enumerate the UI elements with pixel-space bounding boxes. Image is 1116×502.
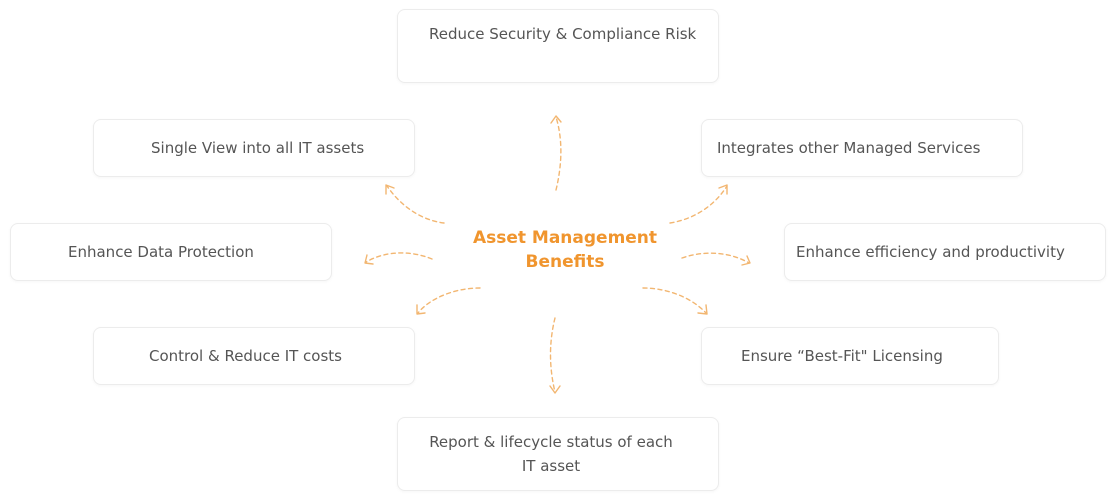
arrow-to-best-fit-licensing [642,287,708,315]
benefit-box-single-view: Single View into all IT assets [93,119,415,177]
arrow-to-enhance-data-protection [364,252,433,265]
benefit-label: Enhance efficiency and productivity [796,243,1065,261]
arrow-to-reduce-security-risk [550,115,562,191]
benefit-box-enhance-efficiency: Enhance efficiency and productivity [784,223,1106,281]
arrow-to-control-reduce-costs [416,287,481,315]
benefit-label: Control & Reduce IT costs [149,347,342,365]
arrow-to-single-view [385,184,445,224]
arrow-to-report-lifecycle [549,317,561,394]
benefit-box-reduce-security-risk: Reduce Security & Compliance Risk [397,9,719,83]
arrow-to-integrates-managed-services [669,184,728,224]
benefit-box-control-reduce-costs: Control & Reduce IT costs [93,327,415,385]
benefit-box-best-fit-licensing: Ensure “Best-Fit" Licensing [701,327,999,385]
center-title: Asset Management Benefits [472,228,658,272]
benefit-label: Report & lifecycle status of each IT ass… [429,433,673,475]
benefit-box-report-lifecycle: Report & lifecycle status of each IT ass… [397,417,719,491]
benefit-label: Reduce Security & Compliance Risk [429,25,697,43]
benefit-label: Single View into all IT assets [151,139,365,157]
benefit-box-enhance-data-protection: Enhance Data Protection [10,223,332,281]
benefit-label: Ensure “Best-Fit" Licensing [741,347,943,365]
benefit-box-integrates-managed-services: Integrates other Managed Services [701,119,1023,177]
benefit-label: Enhance Data Protection [68,243,254,261]
benefit-label: Integrates other Managed Services [717,139,981,157]
arrow-to-enhance-efficiency [681,252,751,266]
